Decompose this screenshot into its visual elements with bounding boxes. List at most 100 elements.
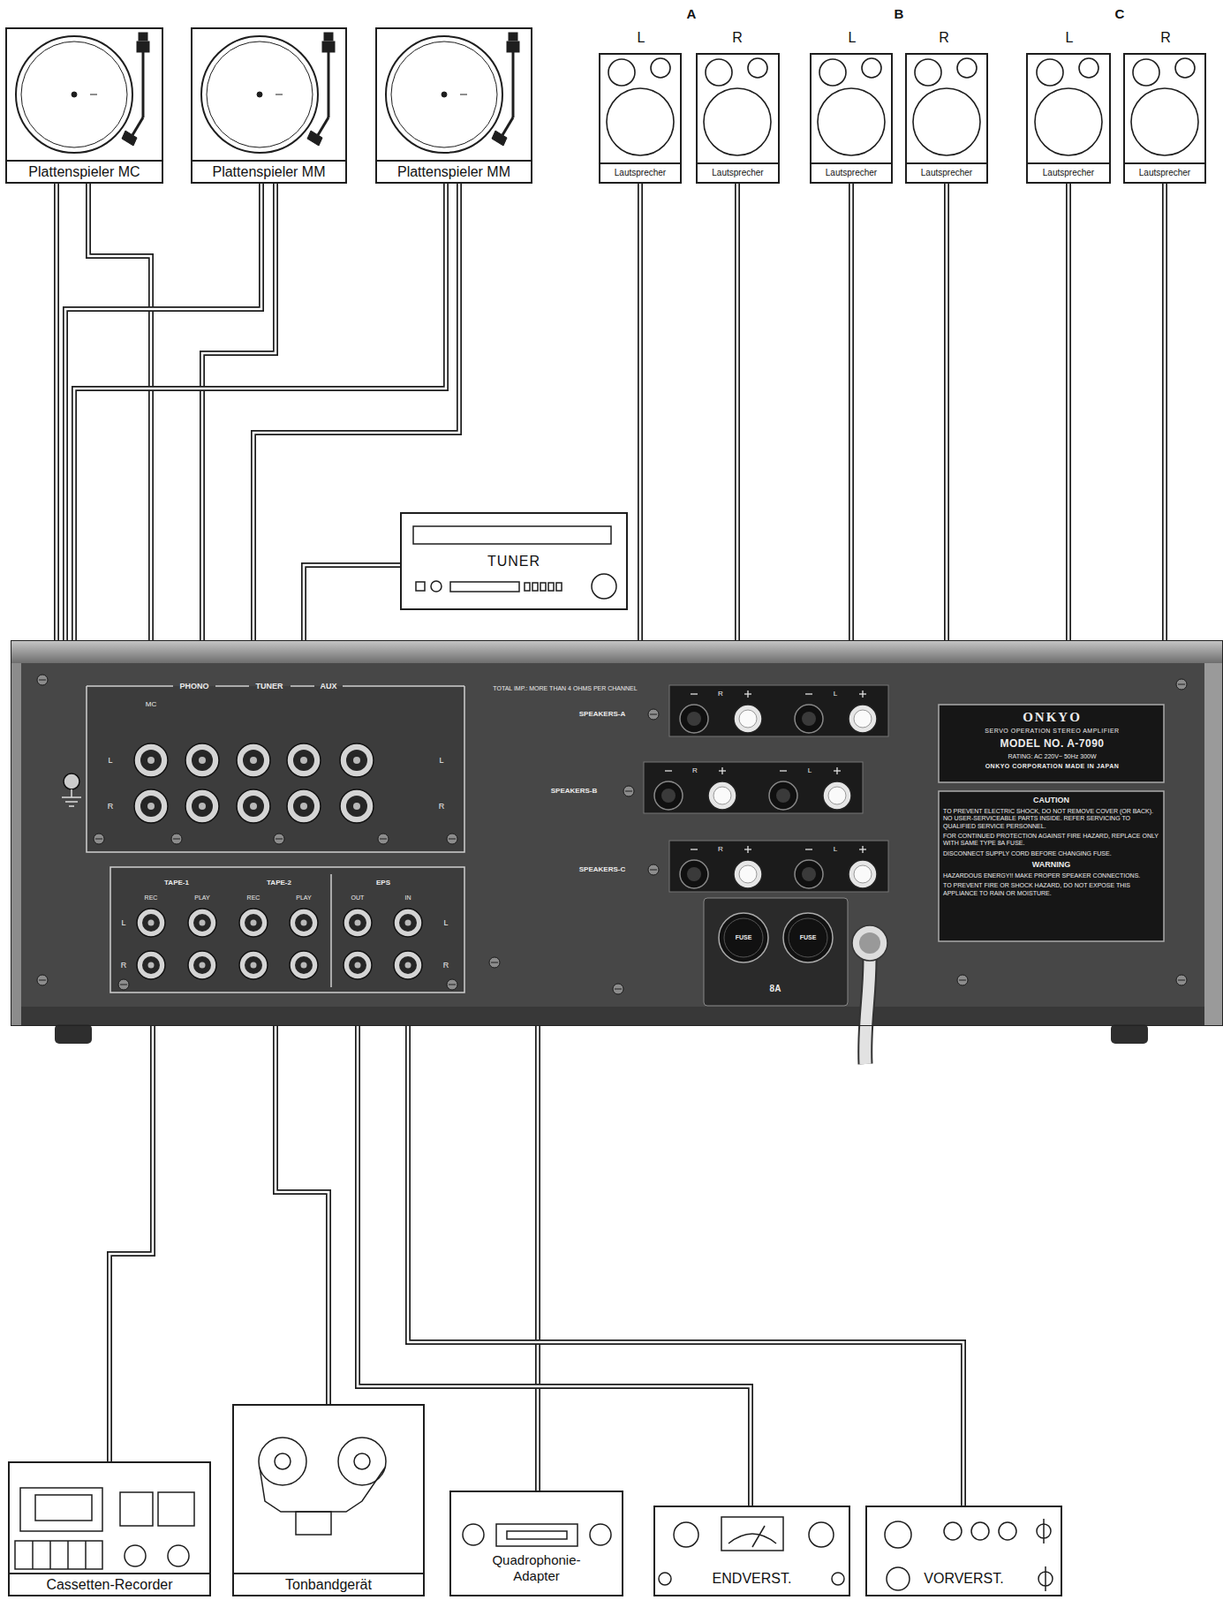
amplifier-drawing (343, 908, 372, 937)
amplifier-drawing (794, 704, 823, 733)
panel-label: L (833, 845, 838, 854)
amplifier-drawing (648, 864, 659, 876)
panel-label: L (807, 766, 812, 775)
panel-label: R (438, 801, 446, 811)
amplifier-box: VORVERST. (865, 1505, 1063, 1597)
speaker-box: Lautsprecher (695, 52, 780, 184)
adapter-drawing (462, 1524, 484, 1546)
panel-label: IN (405, 894, 412, 902)
panel-label: PHONO (179, 681, 209, 691)
device-label: Tonbandgerät (285, 1576, 372, 1593)
device-label: Plattenspieler MM (211, 163, 325, 181)
caution-block: CAUTIONTO PREVENT ELECTRIC SHOCK, DO NOT… (943, 795, 1160, 900)
polarity-marks (861, 690, 863, 698)
cable-core (88, 183, 151, 641)
turntable-drawings (15, 32, 520, 153)
caution-text: TO PREVENT FIRE OR SHOCK HAZARD, DO NOT … (943, 882, 1160, 898)
cable-core (65, 183, 262, 641)
cable (1164, 183, 1166, 641)
cassette-recorder-drawing (35, 1494, 92, 1521)
text-slot: Quadrophonie- Adapter (451, 1552, 622, 1585)
cable (357, 1026, 751, 1506)
cable-outline (65, 183, 262, 641)
cable-outline (74, 183, 446, 641)
cable-core (1163, 183, 1167, 641)
text-slot: Lautsprecher (1027, 162, 1110, 182)
amplifier-drawing (612, 983, 624, 995)
polarity-marks (690, 693, 698, 695)
panel-label: SPEAKERS-A (579, 709, 626, 718)
cassette-recorder-drawing (158, 1492, 195, 1526)
panel-label: EPS (376, 878, 391, 887)
tuner-drawing (591, 573, 617, 599)
panel-label: R (692, 766, 698, 775)
speaker-drawing (1131, 58, 1199, 156)
cable-outline (734, 183, 740, 641)
panel-label: 8A (770, 983, 782, 995)
panel-label: R (107, 801, 114, 811)
amplifier-drawing (865, 958, 870, 1065)
panel-label: PLAY (194, 894, 210, 902)
cable-core (736, 183, 740, 641)
ground-terminal (61, 796, 82, 799)
speaker-channel-label: R (938, 30, 950, 46)
polarity-marks (779, 770, 787, 771)
amplifier-drawing (236, 789, 271, 823)
amplifier-drawing (938, 791, 1164, 942)
caution-text: FOR CONTINUED PROTECTION AGAINST FIRE HA… (943, 832, 1160, 848)
panel-label: OUT (351, 894, 365, 902)
speaker-channel-label: A (686, 6, 697, 22)
speaker-drawing (703, 58, 771, 156)
ground-terminal (63, 773, 80, 790)
preamplifier-drawing (884, 1518, 1053, 1592)
device-label: Lautsprecher (921, 167, 973, 179)
speaker-drawing (817, 58, 885, 156)
amplifier-drawing (1110, 1024, 1148, 1044)
amplifier-drawing (859, 932, 881, 954)
nameplate-text: SERVO OPERATION STEREO AMPLIFIER (984, 727, 1119, 735)
amplifier-drawing (679, 704, 709, 733)
cable-core (1067, 183, 1071, 641)
text-slot: Plattenspieler MM (192, 159, 346, 182)
speaker-box: Lautsprecher (1026, 52, 1111, 184)
amplifier-drawing (1176, 679, 1187, 690)
amplifier-drawing (1176, 974, 1187, 986)
speaker-box: Lautsprecher (905, 52, 989, 184)
preamplifier-drawing (1044, 1566, 1047, 1592)
cable (946, 183, 948, 641)
text-slot: Lautsprecher (697, 162, 778, 182)
cable-core (850, 183, 854, 641)
nameplate-text: RATING: AC 220V~ 50Hz 300W (1007, 753, 1096, 761)
cable-outline (253, 183, 460, 641)
tuner-drawing (540, 582, 546, 591)
cable-outline (407, 1026, 964, 1506)
tuner-box: TUNER (400, 512, 628, 611)
polarity-marks (805, 848, 813, 850)
text-slot: Plattenspieler MM (377, 159, 531, 182)
amplifier-drawing (10, 640, 1223, 1027)
amplifier-drawing (648, 709, 659, 720)
cable-outline (275, 1026, 329, 1405)
amplifier-drawing (733, 860, 763, 889)
amplifier-drawing (623, 785, 635, 797)
preamplifier-drawing (884, 1521, 912, 1548)
amplifier-drawing (21, 1006, 1205, 1027)
speaker-box: Lautsprecher (598, 52, 682, 184)
turntable-drawing (15, 32, 150, 153)
tape-deck-drawing (258, 1437, 386, 1535)
cable-core (109, 1026, 153, 1462)
device-label: Plattenspieler MC (28, 163, 140, 181)
amplifier-drawing (239, 951, 268, 980)
amplifier-drawing (643, 762, 863, 814)
amplifier-drawing (136, 951, 166, 980)
cable-outline (848, 183, 854, 641)
amplifier-drawing (938, 704, 1164, 783)
device-label: Lautsprecher (1139, 167, 1191, 179)
turntable-box: Plattenspieler MM (190, 27, 348, 184)
panel-label: TAPE-1 (164, 878, 189, 887)
panel-label: MC (145, 700, 157, 709)
amplifier-drawing (769, 781, 798, 810)
panel-label: L (107, 755, 113, 765)
preamplifier-drawing (998, 1522, 1017, 1541)
cassette-recorder-drawing (49, 1540, 52, 1570)
